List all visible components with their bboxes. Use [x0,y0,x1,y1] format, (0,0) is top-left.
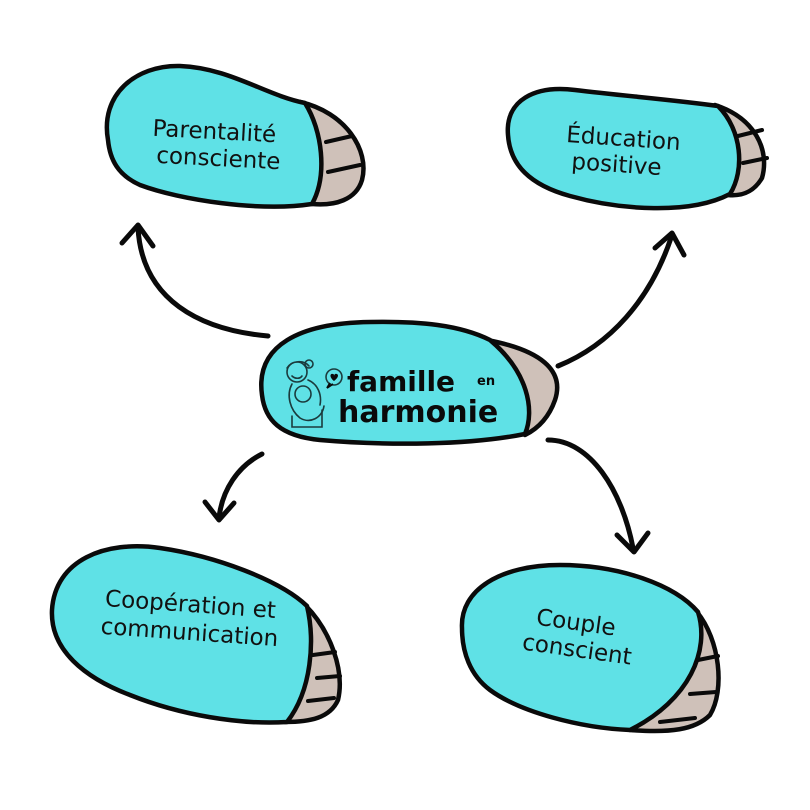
node-famille-en-harmonie[interactable]: famille en harmonie [259,319,560,446]
mother-child-hug-icon [286,359,325,428]
node-label-line-2: positive [571,149,663,181]
arrow-to-top-left [119,222,271,339]
node-parentalite-consciente[interactable]: Parentalité consciente [104,63,366,209]
blob [505,86,742,211]
blob [259,319,532,446]
logo-word-en: en [477,374,495,389]
blob [459,562,704,733]
node-education-positive[interactable]: Éducation positive [505,86,769,211]
arrow-to-top-right [555,230,687,369]
blob [49,544,314,725]
node-cooperation-communication[interactable]: Coopération et communication [49,544,342,725]
arrow-to-bottom-left [202,451,265,523]
logo-word-harmonie: harmonie [338,395,498,430]
node-couple-conscient[interactable]: Couple conscient [459,562,721,734]
arrow-to-bottom-right [545,437,651,555]
node-label-line-1: Parentalité [152,116,277,148]
blob [104,63,324,209]
logo-word-famille: famille [347,365,455,398]
heart-speech-bubble-icon [325,368,343,389]
node-label-line-2: consciente [156,143,281,175]
